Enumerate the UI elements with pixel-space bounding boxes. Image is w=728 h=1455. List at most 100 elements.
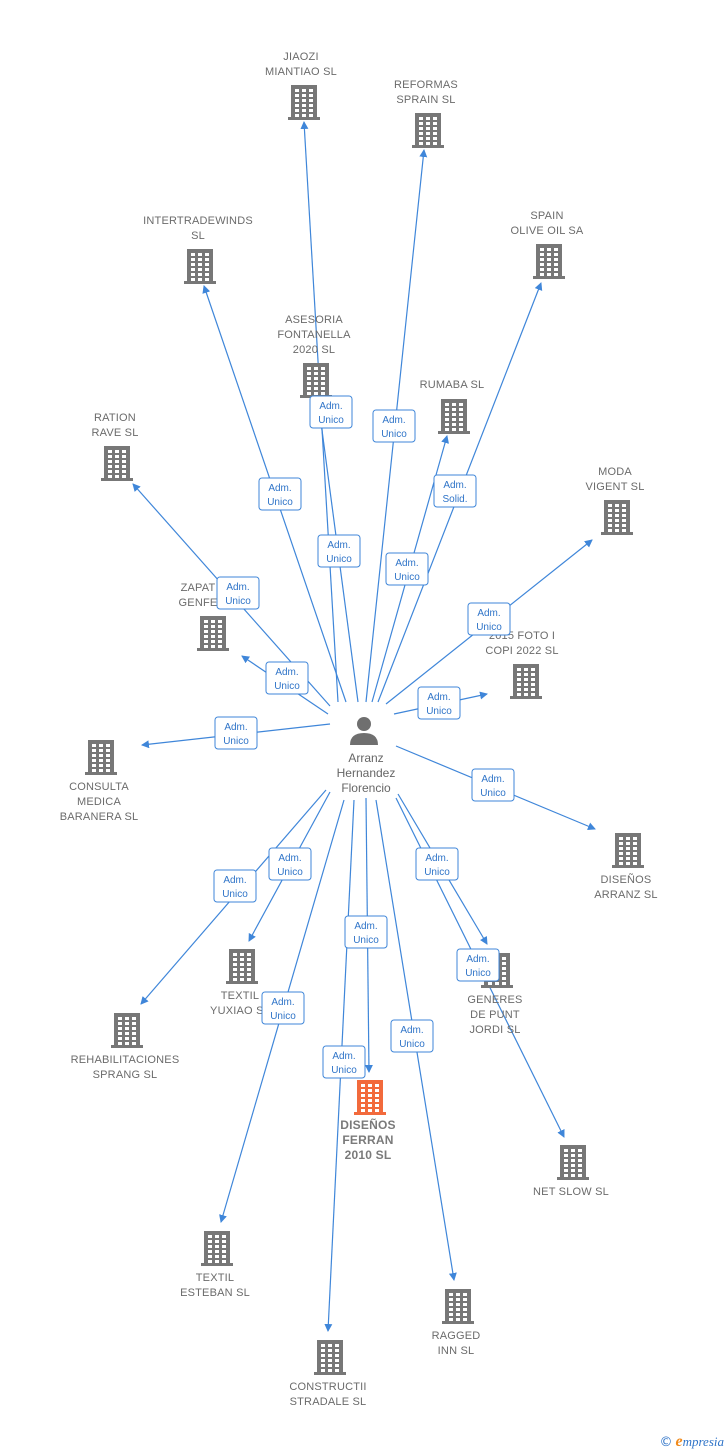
building-icon — [601, 500, 633, 535]
building-icon — [533, 244, 565, 279]
role-text: Adm.Unico — [225, 582, 251, 607]
role-text: Adm.Solid. — [442, 480, 467, 505]
footer-brand: ©empresia — [659, 1433, 724, 1451]
building-icon — [226, 949, 258, 984]
company-node-rumaba[interactable]: RUMABA SL — [420, 379, 485, 434]
role-badge-zapat: Adm.Unico — [265, 661, 309, 695]
role-badge-moda: Adm.Unico — [467, 602, 511, 636]
building-icon — [288, 85, 320, 120]
role-badge-disenos_ferran: Adm.Unico — [344, 915, 388, 949]
role-badge-textil_yuxiao: Adm.Unico — [268, 847, 312, 881]
building-icon — [354, 1080, 386, 1115]
role-text: Adm.Unico — [394, 558, 420, 583]
role-text: Adm.Unico — [267, 483, 293, 508]
building-icon — [442, 1289, 474, 1324]
building-icon — [438, 399, 470, 434]
brand-name: mpresia — [682, 1434, 724, 1449]
company-node-netslow[interactable]: NET SLOW SL — [533, 1145, 609, 1198]
role-badge-consulta: Adm.Unico — [214, 716, 258, 750]
role-badge-constructii: Adm.Unico — [322, 1045, 366, 1079]
building-icon — [101, 446, 133, 481]
role-badge-ration: Adm.Unico — [216, 576, 260, 610]
brand-initial: e — [675, 1433, 683, 1450]
role-text: Adm.Unico — [270, 997, 296, 1022]
role-badge-textil_esteban: Adm.Unico — [261, 991, 305, 1025]
role-badge-intertrade: Adm.Unico — [258, 477, 302, 511]
role-badge-generes: Adm.Unico — [415, 847, 459, 881]
role-badge-rumaba: Adm.Unico — [385, 552, 429, 586]
role-badge-ragged: Adm.Unico — [390, 1019, 434, 1053]
role-text: Adm.Unico — [222, 875, 248, 900]
role-badge-netslow: Adm.Unico — [456, 948, 500, 982]
role-badge-reformas: Adm.Unico — [372, 409, 416, 443]
person-icon — [350, 717, 378, 745]
role-badge-asesoria: Adm.Unico — [317, 534, 361, 568]
building-icon — [300, 363, 332, 398]
role-text: Adm.Unico — [465, 954, 491, 979]
role-badge-rehab: Adm.Unico — [213, 869, 257, 903]
company-label: RUMABA SL — [420, 379, 485, 391]
role-text: Adm.Unico — [399, 1025, 425, 1050]
role-text: Adm.Unico — [277, 853, 303, 878]
role-text: Adm.Unico — [476, 608, 502, 633]
building-icon — [314, 1340, 346, 1375]
building-icon — [197, 616, 229, 651]
building-icon — [510, 664, 542, 699]
building-icon — [201, 1231, 233, 1266]
role-text: Adm.Unico — [381, 415, 407, 440]
role-badge-disenos_arranz: Adm.Unico — [471, 768, 515, 802]
role-text: Adm.Unico — [331, 1051, 357, 1076]
role-badge-jiaozi: Adm.Unico — [309, 395, 353, 429]
role-text: Adm.Unico — [424, 853, 450, 878]
role-text: Adm.Unico — [326, 540, 352, 565]
role-text: Adm.Unico — [426, 692, 452, 717]
company-label: NET SLOW SL — [533, 1186, 609, 1198]
role-badge-spain: Adm.Solid. — [433, 474, 477, 508]
role-badge-foto: Adm.Unico — [417, 686, 461, 720]
building-icon — [111, 1013, 143, 1048]
role-text: Adm.Unico — [480, 774, 506, 799]
building-icon — [412, 113, 444, 148]
role-text: Adm.Unico — [318, 401, 344, 426]
building-icon — [612, 833, 644, 868]
building-icon — [85, 740, 117, 775]
building-icon — [557, 1145, 589, 1180]
role-text: Adm.Unico — [274, 667, 300, 692]
